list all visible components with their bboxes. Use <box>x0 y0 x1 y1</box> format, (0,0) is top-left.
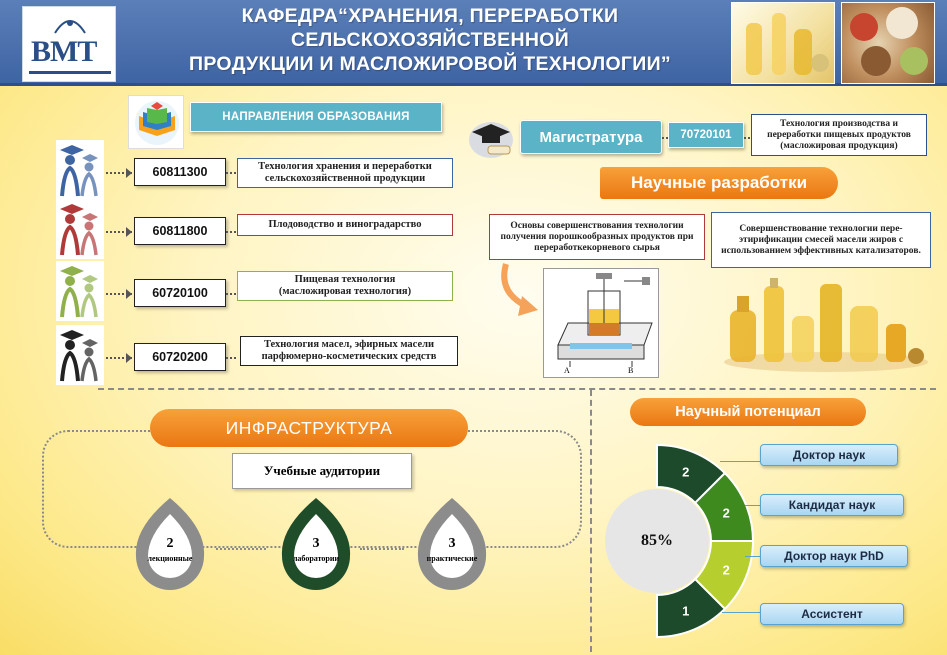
section-divider-vertical <box>590 390 592 652</box>
logo-text: ВМТ <box>31 35 97 68</box>
potential-percent: 85% <box>605 489 709 593</box>
potential-chart: 2 2 2 1 <box>656 443 755 638</box>
university-logo: ВМТ <box>22 6 116 82</box>
arrow-right-icon <box>126 168 132 178</box>
classrooms-subheading: Учебные аудитории <box>232 453 412 489</box>
classroom-label: практические <box>426 554 478 563</box>
program-code: 60811800 <box>134 217 226 245</box>
masters-code: 70720101 <box>668 122 744 148</box>
program-connector <box>106 293 132 295</box>
program-name: Технология хранения и переработки сельск… <box>237 158 453 188</box>
potential-label: Кандидат наук <box>760 494 904 516</box>
arrow-right-icon <box>126 289 132 299</box>
program-connector <box>226 172 236 174</box>
oil-bottles-photo <box>731 2 835 84</box>
program-connector <box>226 231 236 233</box>
masters-connector-2 <box>744 137 750 139</box>
graduates-icon <box>56 140 104 200</box>
logo-emblem-icon <box>54 20 86 34</box>
potential-heading: Научный потенциал <box>630 398 866 426</box>
potential-segment-value: 2 <box>682 465 689 480</box>
classroom-type: 3 лаборатории <box>276 494 356 594</box>
graduation-cap-icon <box>466 116 516 160</box>
education-directions-heading: НАПРАВЛЕНИЯ ОБРАЗОВАНИЯ <box>190 102 442 132</box>
program-code: 60720200 <box>134 343 226 371</box>
masters-connector <box>662 137 668 139</box>
potential-segment <box>656 577 727 638</box>
label-connector <box>720 461 760 462</box>
infrastructure-heading: ИНФРАСТРУКТУРА <box>150 409 468 447</box>
masters-program-name: Технология производства и переработки пи… <box>751 114 927 156</box>
graduates-icon <box>56 325 104 385</box>
program-connector <box>106 172 132 174</box>
classroom-count: 3 <box>312 536 320 551</box>
classroom-count: 2 <box>166 536 174 551</box>
arrow-right-icon <box>126 227 132 237</box>
program-connector <box>226 293 236 295</box>
research-item-2: Совершенствование технологии пере-этириф… <box>711 212 931 268</box>
research-item-1: Основы совершенствования технологии полу… <box>489 214 705 260</box>
drop-shape-icon <box>135 498 205 590</box>
potential-label: Ассистент <box>760 603 904 625</box>
potential-segment-value: 2 <box>723 505 730 520</box>
apparatus-diagram: A B <box>543 268 659 378</box>
arrow-right-icon <box>126 353 132 363</box>
research-heading: Научные разработки <box>600 167 838 199</box>
graduates-icon <box>56 261 104 321</box>
classroom-count: 3 <box>448 536 456 551</box>
page-title: КАФЕДРА“ХРАНЕНИЯ, ПЕРЕРАБОТКИ СЕЛЬСКОХОЗ… <box>189 5 671 75</box>
room-connector <box>360 548 404 550</box>
classroom-label: лаборатории <box>292 554 340 563</box>
program-code: 60811300 <box>134 158 226 186</box>
program-connector <box>106 231 132 233</box>
program-connector <box>226 357 236 359</box>
diagram-label-b: B <box>628 366 634 375</box>
classroom-type: 3 практические <box>412 494 492 594</box>
program-name: Пищевая технология (масложировая техноло… <box>237 271 453 301</box>
label-connector <box>745 505 760 506</box>
oil-bottles-image <box>720 276 932 374</box>
masters-label: Магистратура <box>520 120 662 154</box>
curved-arrow-icon <box>496 262 546 322</box>
label-connector <box>745 556 760 557</box>
potential-segment-value: 1 <box>682 603 689 618</box>
potential-segment-value: 2 <box>723 563 730 578</box>
drop-shape-icon <box>281 498 351 590</box>
program-code: 60720100 <box>134 279 226 307</box>
program-name: Технология масел, эфирных масели парфюме… <box>240 336 458 366</box>
potential-label: Доктор наук PhD <box>760 545 908 567</box>
potential-label: Доктор наук <box>760 444 898 466</box>
diagram-label-a: A <box>564 366 570 375</box>
label-connector <box>722 612 760 613</box>
room-connector <box>216 548 266 550</box>
books-icon <box>128 95 184 149</box>
food-products-photo <box>841 2 935 84</box>
classroom-label: лекционные <box>147 554 193 563</box>
graduates-icon <box>56 199 104 259</box>
drop-shape-icon <box>417 498 487 590</box>
classroom-type: 2 лекционные <box>130 494 210 594</box>
program-name: Плодоводство и виноградарство <box>237 214 453 236</box>
section-divider <box>98 388 936 390</box>
program-connector <box>106 357 132 359</box>
logo-underline <box>29 71 111 74</box>
